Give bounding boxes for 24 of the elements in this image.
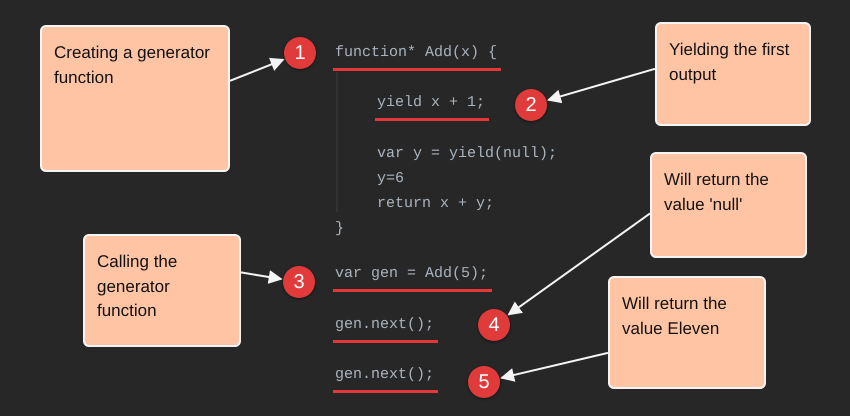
code-line: gen.next(); [333, 366, 438, 393]
arrow [508, 212, 651, 316]
code-line: } [335, 220, 344, 238]
step-number-circle: 2 [515, 89, 547, 121]
code-line: var gen = Add(5); [333, 265, 492, 292]
arrow [500, 352, 608, 382]
code-line: gen.next(); [333, 316, 438, 343]
code-line: function* Add(x) { [333, 44, 502, 71]
arrow [230, 58, 285, 82]
code-line: yield x + 1; [375, 94, 490, 121]
callout-note: Will return the value 'null' [650, 152, 807, 258]
code-line: return x + y; [377, 195, 494, 213]
code-line: var y = yield(null); [377, 145, 558, 163]
step-number-circle: 1 [284, 37, 316, 69]
step-number-circle: 4 [478, 309, 510, 341]
callout-note: Will return the value Eleven [608, 276, 766, 389]
arrow [546, 68, 656, 104]
callout-note: Calling the generator function [83, 234, 241, 347]
step-number-circle: 5 [468, 366, 500, 398]
step-number-circle: 3 [283, 266, 315, 298]
callout-note: Creating a generator function [40, 25, 230, 172]
arrow [240, 270, 283, 284]
code-line: y=6 [377, 170, 404, 188]
callout-note: Yielding the first output [655, 22, 811, 126]
